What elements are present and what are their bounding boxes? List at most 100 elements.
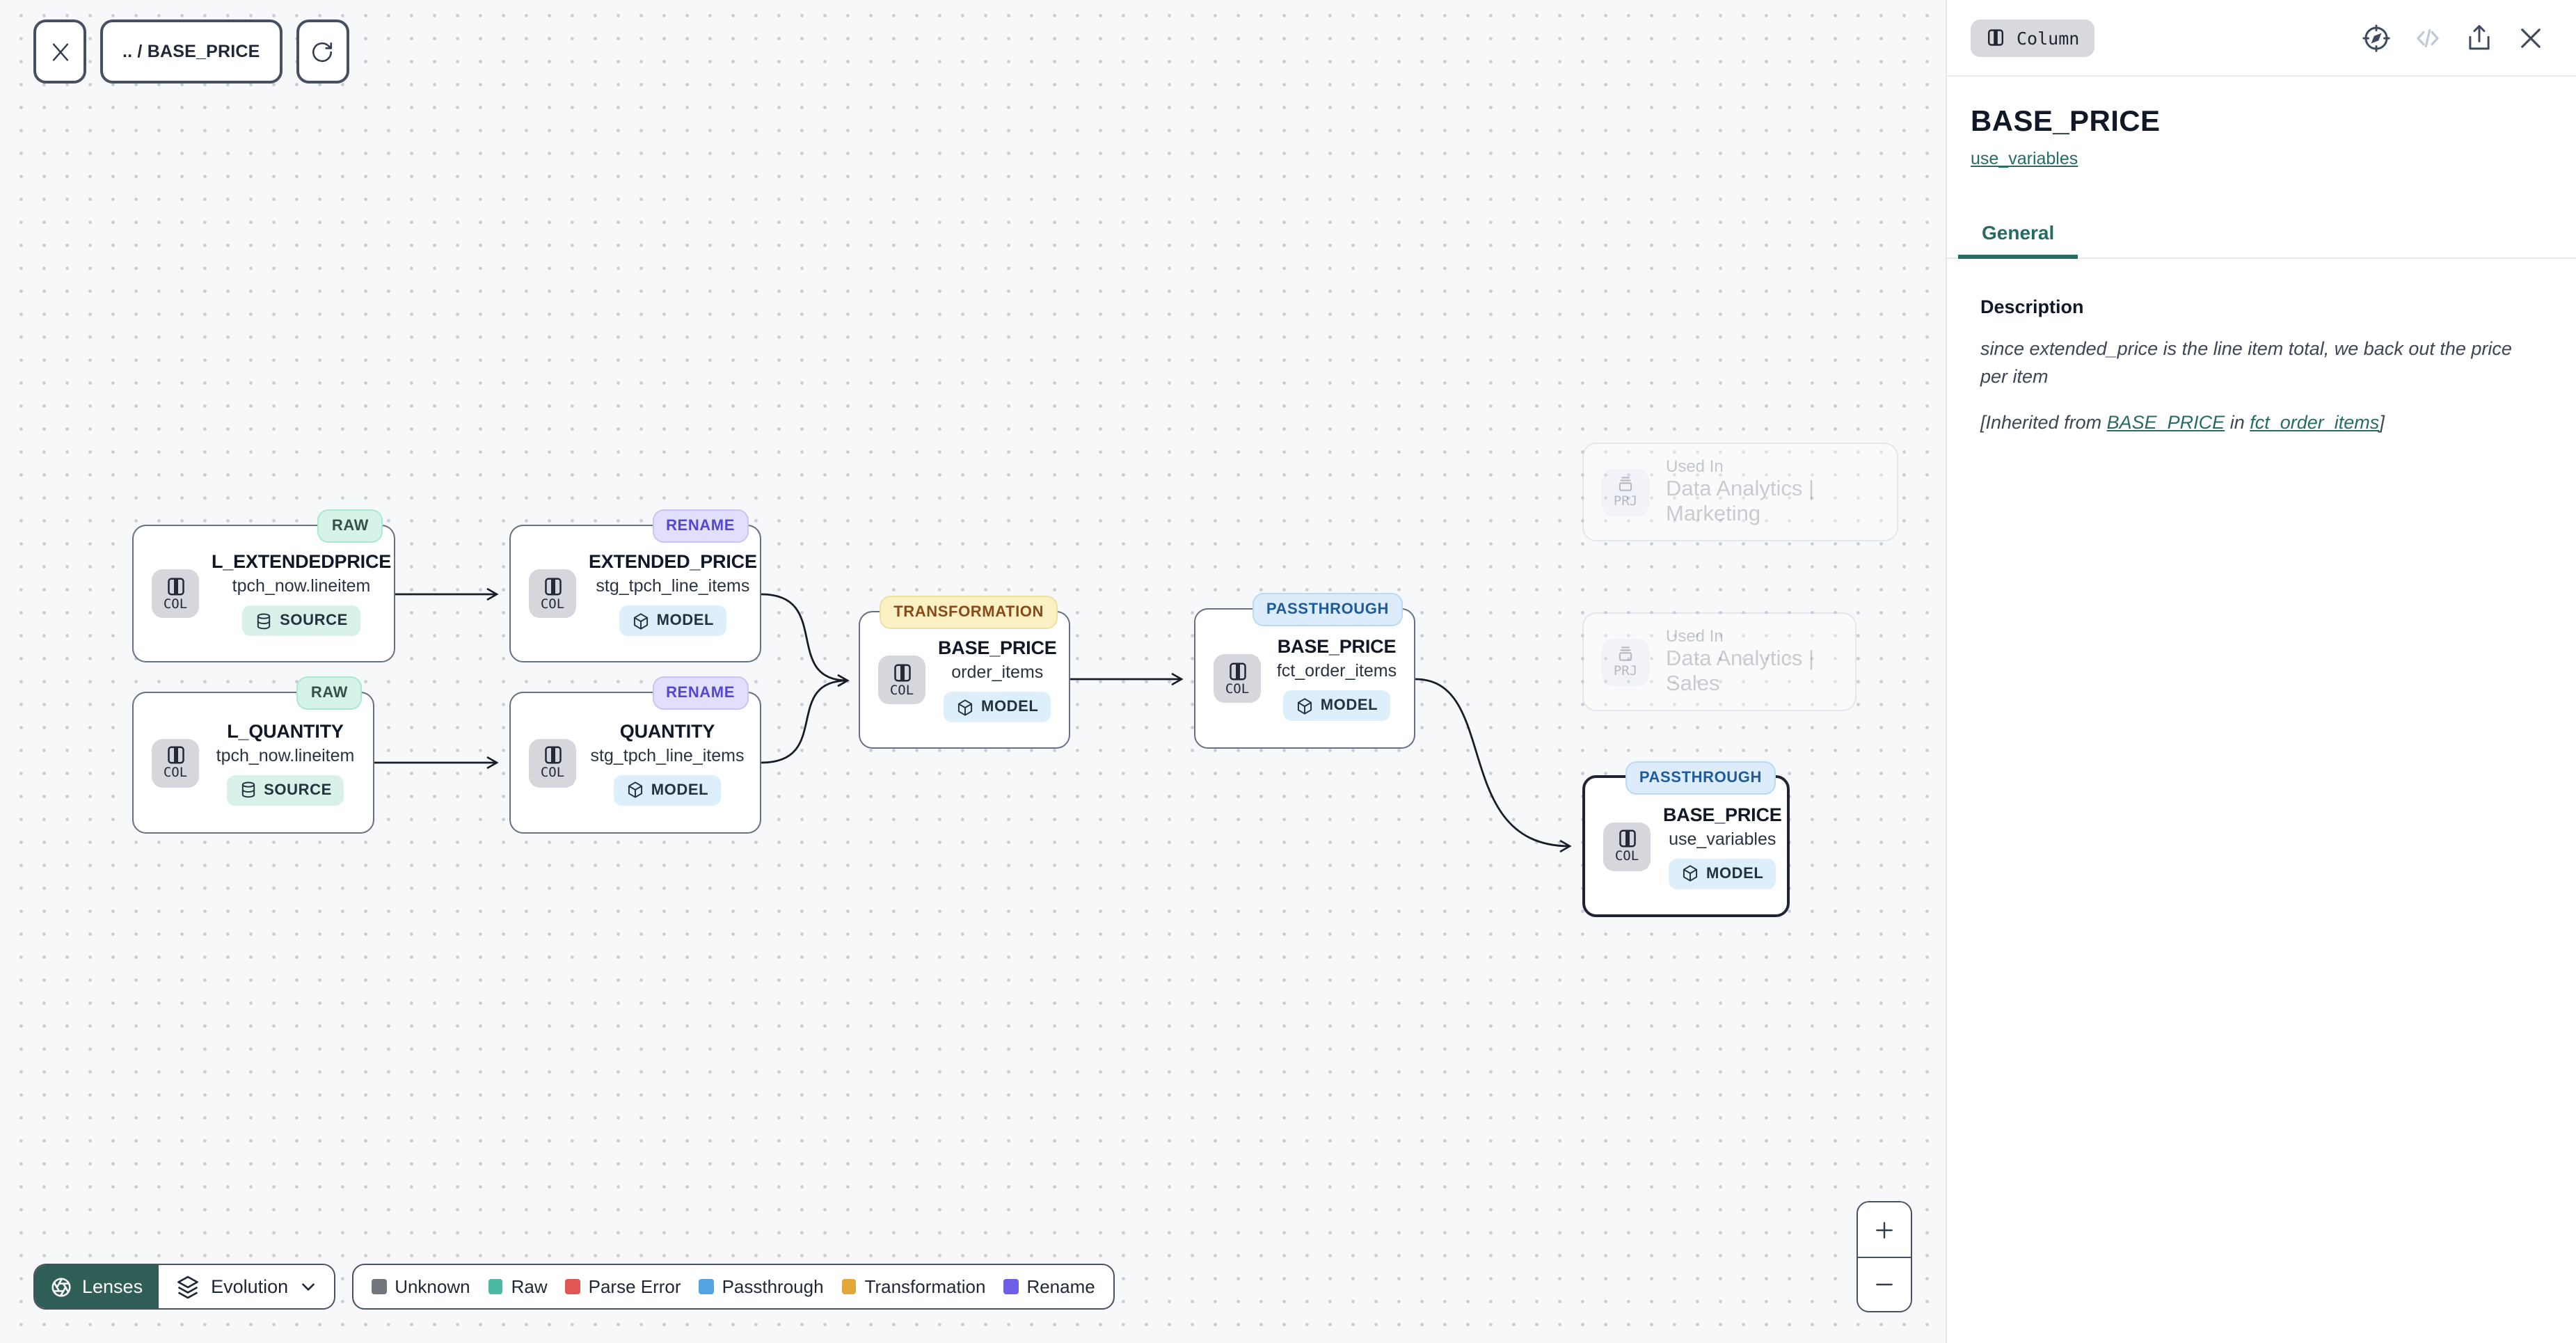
columns-icon: [1229, 662, 1246, 680]
node-subtitle: fct_order_items: [1276, 661, 1397, 681]
columns-icon: [893, 663, 910, 681]
used-in-project: Data Analytics | Marketing: [1666, 477, 1815, 526]
inherited-mid: in: [2225, 412, 2250, 433]
column-chip: COL: [152, 738, 199, 787]
database-icon: [257, 612, 271, 629]
lenses-button[interactable]: Lenses: [35, 1265, 159, 1308]
zoom-out-button[interactable]: [1858, 1257, 1911, 1311]
node-title: BASE_PRICE: [1663, 804, 1782, 825]
project-icon: [1619, 477, 1632, 491]
node-title: BASE_PRICE: [1277, 636, 1397, 657]
open-in-lineage-button[interactable]: [2358, 19, 2394, 56]
used-in-project: Data Analytics | Sales: [1666, 647, 1815, 696]
model-link[interactable]: use_variables: [1971, 149, 2078, 168]
column-chip-label: COL: [1614, 849, 1639, 864]
lineage-edge: [761, 593, 850, 688]
column-chip-label: COL: [163, 765, 188, 781]
detail-panel: Column BASE_PRICE use_variables: [1946, 0, 2576, 1343]
legend-label: Passthrough: [722, 1276, 824, 1297]
node-subtitle: order_items: [951, 662, 1044, 682]
code-view-button[interactable]: [2409, 19, 2445, 56]
close-lineage-button[interactable]: [33, 19, 86, 84]
breadcrumb[interactable]: .. / BASE_PRICE: [100, 19, 283, 84]
legend-color-swatch: [699, 1279, 714, 1294]
legend-color-swatch: [372, 1279, 387, 1294]
lineage-edge: [761, 674, 850, 764]
panel-title-block: BASE_PRICE use_variables: [1947, 77, 2576, 171]
panel-title: BASE_PRICE: [1971, 106, 2161, 138]
column-chip: COL: [529, 569, 576, 618]
model-cube-icon: [628, 781, 642, 798]
legend-item: Transformation: [841, 1276, 985, 1297]
columns-icon: [544, 746, 561, 764]
refresh-button[interactable]: [296, 19, 349, 84]
share-button[interactable]: [2460, 19, 2497, 56]
inherited-suffix: ]: [2379, 412, 2385, 433]
columns-icon: [1619, 829, 1635, 848]
description-section: Description since extended_price is the …: [1947, 259, 2576, 433]
close-panel-button[interactable]: [2512, 19, 2548, 56]
legend-color-swatch: [841, 1279, 857, 1294]
node-type-badge: SOURCE: [226, 774, 344, 805]
project-chip-label: PRJ: [1613, 494, 1638, 509]
legend-color-swatch: [488, 1279, 503, 1294]
zoom-in-button[interactable]: [1858, 1202, 1911, 1257]
legend-item: Passthrough: [699, 1276, 824, 1297]
code-icon: [2416, 28, 2438, 47]
legend-item: Raw: [488, 1276, 548, 1297]
column-chip: COL: [529, 738, 576, 787]
column-chip: COL: [878, 655, 925, 704]
entity-type-badge: Column: [1971, 19, 2095, 56]
column-chip-label: COL: [1225, 681, 1250, 697]
node-title: QUANTITY: [619, 720, 715, 741]
layers-icon: [177, 1275, 198, 1298]
description-body: since extended_price is the line item to…: [1980, 338, 2512, 386]
lens-badge: RENAME: [652, 676, 749, 710]
tab-general[interactable]: General: [1958, 207, 2078, 259]
column-chip: COL: [1603, 822, 1651, 871]
node-title: EXTENDED_PRICE: [589, 551, 757, 572]
legend-label: Rename: [1026, 1276, 1095, 1297]
node-title: L_EXTENDEDPRICE: [212, 551, 392, 572]
node-subtitle: stg_tpch_line_items: [596, 576, 750, 596]
lens-badge: PASSTHROUGH: [1252, 593, 1403, 626]
description-inherited: [Inherited from BASE_PRICE in fct_order_…: [1980, 412, 2543, 433]
minus-icon: [1876, 1283, 1893, 1286]
model-cube-icon: [957, 699, 973, 715]
node-type-label: MODEL: [656, 612, 715, 629]
lens-badge: TRANSFORMATION: [880, 596, 1058, 629]
node-subtitle: use_variables: [1669, 829, 1776, 848]
close-icon: [2520, 28, 2540, 47]
lens-selector-label: Evolution: [211, 1276, 289, 1297]
panel-tabs: General: [1947, 207, 2576, 259]
project-chip: PRJ: [1602, 468, 1649, 516]
legend-label: Parse Error: [588, 1276, 681, 1297]
lens-evolution-selector[interactable]: Evolution: [158, 1265, 335, 1308]
lineage-edges: [374, 587, 1572, 853]
inherited-column-link[interactable]: BASE_PRICE: [2106, 412, 2225, 433]
inherited-model-link[interactable]: fct_order_items: [2250, 412, 2380, 433]
lineage-edge: [1415, 678, 1572, 853]
lens-badge: PASSTHROUGH: [1625, 761, 1776, 795]
panel-actions: [2358, 19, 2548, 56]
zoom-controls: [1857, 1201, 1912, 1312]
inherited-prefix: [Inherited from: [1980, 412, 2107, 433]
project-chip: PRJ: [1602, 638, 1649, 685]
detail-panel-header: Column: [1947, 0, 2576, 77]
